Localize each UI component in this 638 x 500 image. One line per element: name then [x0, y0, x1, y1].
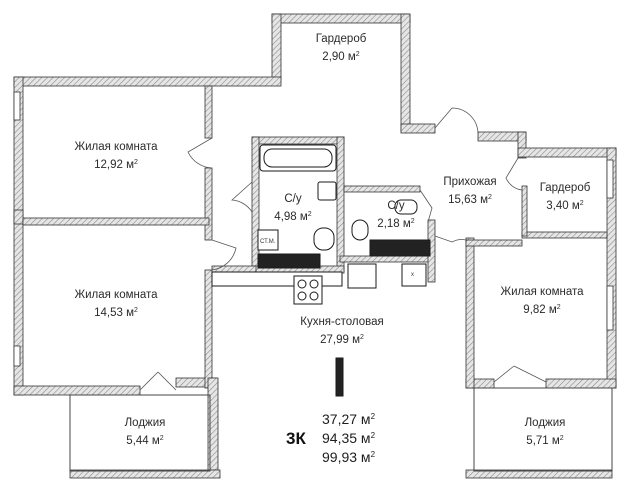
bathtub [259, 144, 337, 172]
room-name-kitchen: Кухня-столовая [300, 316, 383, 328]
door-swings [139, 107, 547, 391]
area-totals: 37,27 м2 94,35 м2 99,93 м2 [322, 411, 376, 465]
stove [293, 275, 323, 305]
kitchen-sink [347, 263, 377, 289]
room-area-hallway: 15,63 м2 [448, 194, 492, 206]
toilet-1 [313, 227, 335, 251]
room-name-wardrobe-right: Гардероб [540, 182, 591, 194]
room-labels: Гардероб 2,90 м2 Жилая комната 12,92 м2 С/у 4… [74, 33, 590, 447]
toilet-2 [351, 219, 369, 241]
area-total-2: 99,93 м2 [322, 449, 376, 465]
room-area-kitchen: 27,99 м2 [320, 334, 364, 346]
room-area-living-2: 14,53 м2 [94, 307, 138, 319]
room-area-loggia-2: 5,71 м2 [526, 435, 563, 447]
room-name-loggia-2: Лоджия [525, 417, 566, 429]
washer [257, 229, 279, 251]
room-name-bath-1: С/у [284, 193, 302, 205]
plumbing-fixtures [211, 144, 431, 397]
area-total-0: 37,27 м2 [322, 411, 376, 427]
room-name-loggia-1: Лоджия [125, 417, 166, 429]
sink-2 [394, 199, 418, 215]
room-name-living-3: Жилая комната [500, 286, 584, 298]
room-name-wardrobe-top: Гардероб [316, 33, 367, 45]
walls [13, 13, 617, 479]
cabinet-1 [257, 253, 321, 269]
apartment-type: 3К [286, 429, 306, 448]
cabinet-2 [369, 239, 431, 257]
sink-1 [317, 181, 337, 201]
room-name-hallway: Прихожая [443, 176, 496, 188]
fridge [401, 263, 427, 287]
loggia-outlines [69, 387, 613, 472]
room-name-bath-2: С/у [387, 200, 405, 212]
area-total-1: 94,35 м2 [322, 430, 376, 446]
room-name-living-1: Жилая комната [74, 141, 158, 153]
washer-label: СТ.М. [260, 239, 276, 245]
room-area-wardrobe-right: 3,40 м2 [546, 200, 583, 212]
room-area-wardrobe-top: 2,90 м2 [322, 51, 359, 63]
room-name-living-2: Жилая комната [74, 289, 158, 301]
fridge-label: х [411, 272, 414, 278]
room-area-bath-1: 4,98 м2 [274, 211, 311, 223]
room-area-bath-2: 2,18 м2 [377, 218, 414, 230]
column [335, 357, 344, 397]
room-area-loggia-1: 5,44 м2 [126, 435, 163, 447]
room-area-living-3: 9,82 м2 [523, 304, 560, 316]
room-area-living-1: 12,92 м2 [94, 159, 138, 171]
